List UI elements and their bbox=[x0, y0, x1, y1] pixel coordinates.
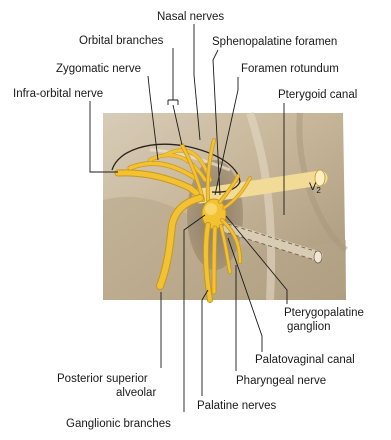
label-zygomatic-nerve: Zygomatic nerve bbox=[56, 63, 141, 75]
label-pterygoid-canal: Pterygoid canal bbox=[278, 89, 357, 101]
label-pterygopalatine-ganglion-line1: Pterygopalatine bbox=[284, 307, 364, 319]
label-foramen-rotundum: Foramen rotundum bbox=[241, 63, 339, 75]
label-palatovaginal-canal: Palatovaginal canal bbox=[255, 354, 355, 366]
label-pterygopalatine-ganglion-line2: ganglion bbox=[287, 321, 330, 333]
label-posterior-superior-line1: Posterior superior bbox=[57, 373, 148, 385]
label-sphenopalatine-foramen: Sphenopalatine foramen bbox=[212, 36, 337, 48]
label-palatine-nerves: Palatine nerves bbox=[197, 400, 277, 412]
label-nasal-nerves: Nasal nerves bbox=[157, 11, 224, 23]
label-orbital-branches: Orbital branches bbox=[79, 35, 164, 47]
label-pharyngeal-nerve: Pharyngeal nerve bbox=[236, 375, 326, 387]
label-infra-orbital-nerve: Infra-orbital nerve bbox=[13, 88, 103, 100]
label-v2-subscript: 2 bbox=[316, 186, 321, 195]
label-posterior-superior-line2: alveolar bbox=[116, 387, 156, 399]
label-ganglionic-branches: Ganglionic branches bbox=[66, 418, 171, 430]
